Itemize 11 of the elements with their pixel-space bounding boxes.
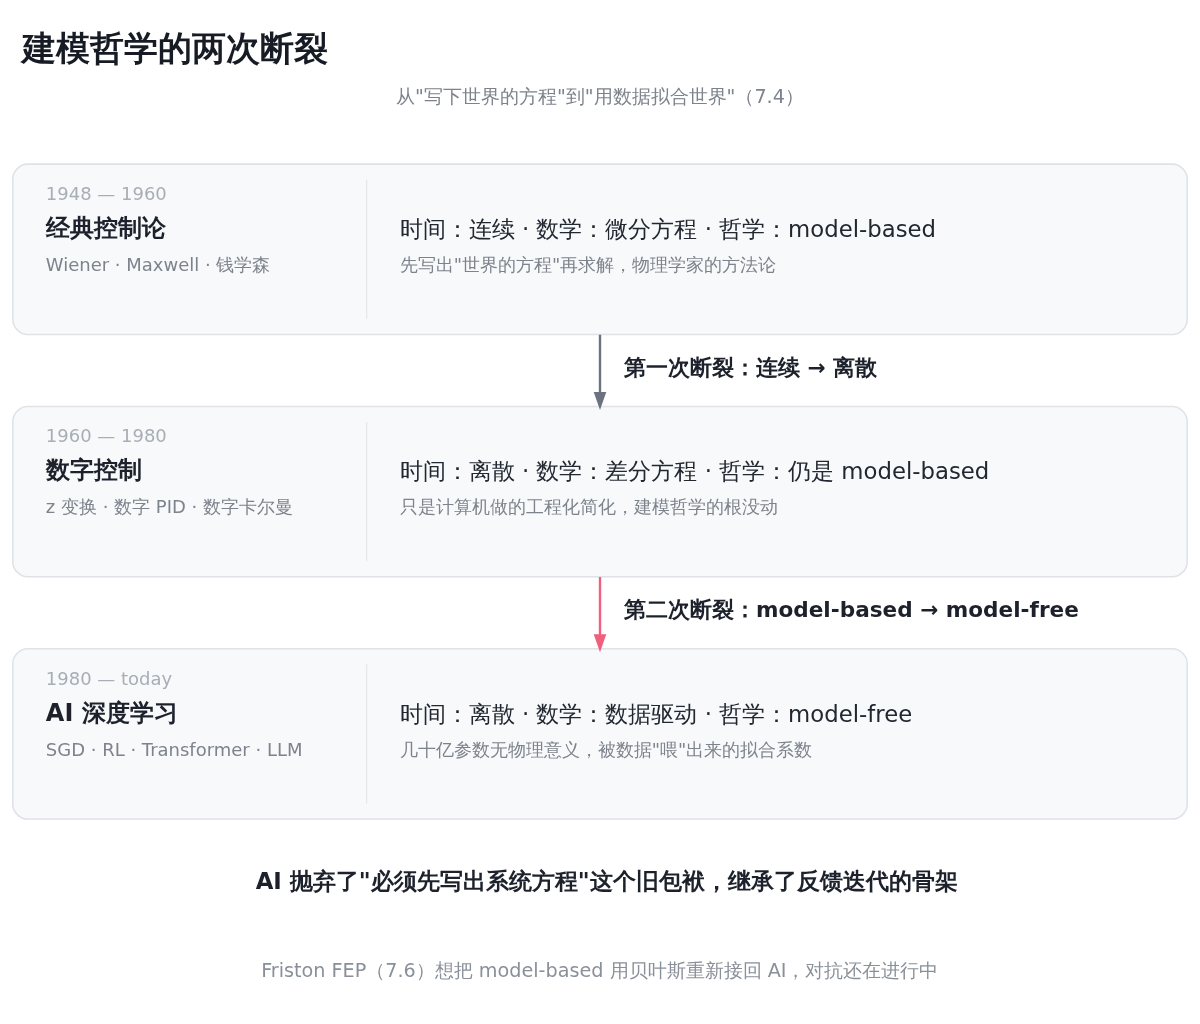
node-box: 1960 — 1980 数字控制 时间：离散 · 数学：差分方程 · 哲学：仍是 model-based z 变换 · 数字 PID · 数字卡尔曼 只是计算机做的工程化简化，建模哲学的根没动 — [12, 405, 1188, 578]
arrow — [593, 334, 607, 410]
diagram-title: 建模哲学的两次断裂 — [22, 29, 329, 69]
node-box: 1980 — today AI 深度学习 时间：离散 · 数学：数据驱动 · 哲学：model-free SGD · RL · Transformer · LLM 几十亿参数无物理意义，被数据"喂"出来的拟合系数 — [12, 647, 1188, 820]
label: 从"写下世界的方程"到"用数据拟合世界"（7.4） — [396, 84, 804, 108]
label: Friston FEP（7.6）想把 model-based 用贝叶斯重新接回 AI，对抗还在进行中 — [261, 959, 939, 983]
label: AI 抛弃了"必须先写出系统方程"这个旧包袱，继承了反馈迭代的骨架 — [255, 868, 958, 895]
node-box: 1948 — 1960 经典控制论 时间：连续 · 数学：微分方程 · 哲学：model-based Wiener · Maxwell · 钱学森 先写出"世界的方程"再求解，物理学家的方法论 — [12, 163, 1188, 336]
edge-label: 第一次断裂：连续 → 离散 — [623, 354, 878, 380]
arrow — [593, 577, 607, 653]
edge-label: 第二次断裂：model-based → model-free — [623, 596, 1079, 622]
